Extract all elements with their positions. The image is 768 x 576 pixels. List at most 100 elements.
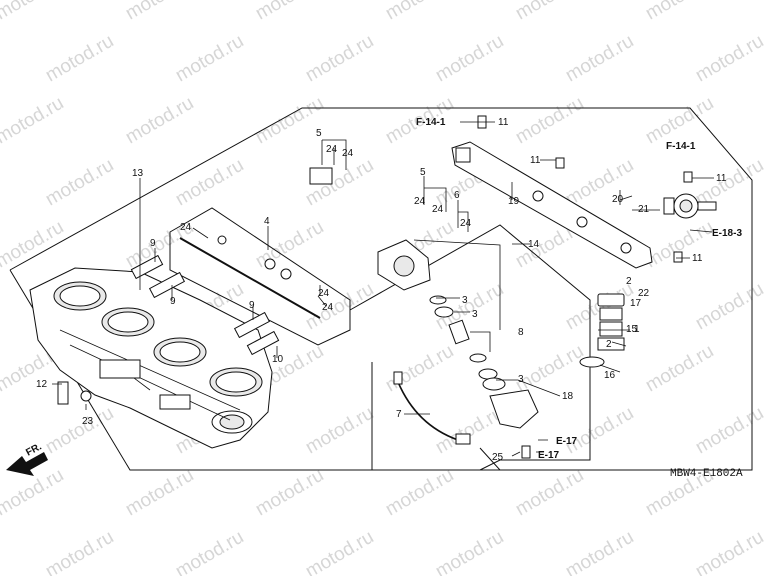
part-label: 9: [249, 300, 255, 311]
watermark-text: motod.ru: [252, 93, 327, 149]
part-label: 15: [626, 324, 638, 335]
watermark-text: motod.ru: [642, 217, 717, 273]
watermark-text: motod.ru: [122, 93, 197, 149]
watermark-text: motod.ru: [562, 527, 637, 576]
part-label: 9: [150, 238, 156, 249]
watermark-text: motod.ru: [0, 217, 67, 273]
watermark-text: motod.ru: [512, 93, 587, 149]
watermark-text: motod.ru: [642, 341, 717, 397]
pressure-regulator: [663, 193, 717, 219]
watermark-text: motod.ru: [0, 465, 67, 521]
part-label: 19: [508, 196, 520, 207]
part-label: 11: [498, 117, 509, 128]
rail-subframe: [349, 224, 591, 471]
watermark-text: motod.ru: [172, 155, 247, 211]
part-label: 1: [634, 324, 640, 335]
part-label: 3: [462, 295, 468, 306]
watermark-text: motod.ru: [642, 0, 717, 24]
part-label: 11: [692, 253, 703, 264]
watermark-text: motod.ru: [692, 527, 767, 576]
part-label: 4: [264, 216, 270, 227]
diagram-code: MBW4-E1802A: [670, 468, 743, 480]
injector-stack-right: [579, 293, 625, 368]
part-label: 24: [180, 222, 192, 233]
watermark-text: motod.ru: [42, 155, 117, 211]
watermark-text: motod.ru: [562, 31, 637, 87]
part-label: 25: [492, 452, 504, 463]
front-direction-arrow: [6, 452, 48, 476]
watermark-text: motod.ru: [382, 0, 457, 24]
injector-group-left: [130, 254, 280, 356]
part-label: 18: [562, 391, 574, 402]
link-rod: [179, 235, 321, 319]
throttle-sensor-unit: [309, 167, 431, 291]
watermark-text: motod.ru: [432, 527, 507, 576]
watermark-text: motod.ru: [692, 31, 767, 87]
watermark-text: motod.ru: [172, 31, 247, 87]
part-label: 22: [638, 288, 650, 299]
watermark-text: motod.ru: [252, 0, 327, 24]
ref-label: F-14-1: [666, 141, 696, 152]
watermark-text: motod.ru: [42, 527, 117, 576]
part-label: 3: [518, 374, 524, 385]
watermark-text: motod.ru: [0, 93, 67, 149]
sensor-cable: [393, 371, 471, 445]
part-label: 3: [472, 309, 478, 320]
part-label: 7: [396, 409, 402, 420]
part-label: 14: [528, 239, 540, 250]
watermark-text: motod.ru: [122, 465, 197, 521]
watermark-text: motod.ru: [692, 403, 767, 459]
watermark-text: motod.ru: [42, 31, 117, 87]
part-label: 24: [326, 144, 338, 155]
part-label: 17: [630, 298, 642, 309]
seal-stack: [429, 295, 539, 429]
watermark-text: motod.ru: [432, 31, 507, 87]
part-label: 2: [626, 276, 632, 287]
watermark-text: motod.ru: [302, 527, 377, 576]
watermark-text: motod.ru: [382, 465, 457, 521]
part-label: 21: [638, 204, 650, 215]
part-label: 24: [432, 204, 444, 215]
watermark-text: motod.ru: [382, 341, 457, 397]
watermark-text: motod.ru: [642, 93, 717, 149]
leader-lines: [52, 121, 714, 457]
reference-labels: F-14-1 F-14-1 E-18-3 E-17 E-17: [416, 117, 742, 461]
watermark-text: motod.ru: [512, 465, 587, 521]
part-label: 12: [36, 379, 48, 390]
part-label: 2: [606, 339, 612, 350]
part-label: 23: [82, 416, 94, 427]
part-label: 24: [414, 196, 426, 207]
fuel-rail: [451, 141, 653, 269]
throttle-body-assembly: [29, 267, 273, 449]
watermark-text: motod.ru: [172, 527, 247, 576]
watermark-text: motod.ru: [692, 279, 767, 335]
ref-label: E-17: [538, 450, 560, 461]
part-label: 24: [342, 148, 354, 159]
part-label: 9: [170, 296, 176, 307]
watermark-text: motod.ru: [302, 403, 377, 459]
link-rod-frame: [169, 207, 351, 346]
watermark-text: motod.ru: [512, 341, 587, 397]
watermark-text: motod.ru: [0, 0, 67, 24]
part-label: 20: [612, 194, 624, 205]
watermark-text: motod.ru: [562, 403, 637, 459]
part-label: 24: [322, 302, 334, 313]
ref-label: E-17: [556, 436, 578, 447]
part-label: 16: [604, 370, 616, 381]
watermark-text: motod.ru: [122, 0, 197, 24]
part-label: 5: [420, 167, 426, 178]
sensor-cable-frame: [371, 362, 502, 471]
part-label: 24: [460, 218, 472, 229]
ref-label: E-18-3: [712, 228, 742, 239]
assembly-frame: [9, 107, 753, 471]
part-label: 13: [132, 168, 144, 179]
watermark-text: motod.ru: [252, 465, 327, 521]
watermark-text: motod.ru: [432, 279, 507, 335]
part-label: 11: [716, 173, 727, 184]
part-label: 11: [530, 155, 541, 166]
part-number-labels: 1 2 2 3 3 3 4 5 5 6 7 8 9 9 9 10 11 11 1…: [36, 117, 727, 463]
ref-label: F-14-1: [416, 117, 446, 128]
part-label: 8: [518, 327, 524, 338]
part-label: 24: [318, 288, 330, 299]
